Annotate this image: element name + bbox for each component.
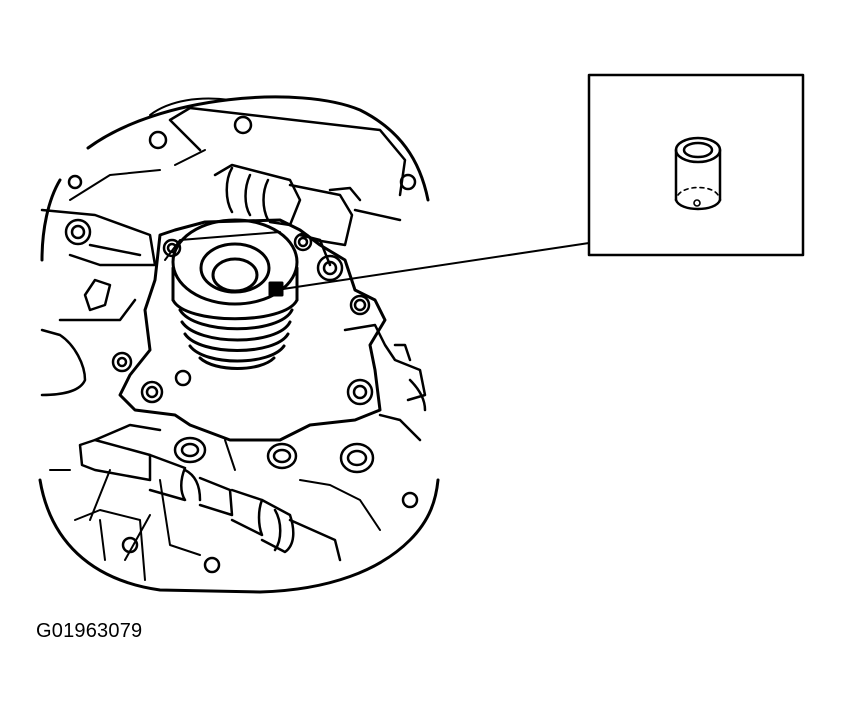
leader-line <box>282 242 590 290</box>
right-side-parts <box>343 323 427 442</box>
transmission-case <box>38 95 440 594</box>
inset-detail <box>587 73 805 257</box>
lower-body-lines <box>49 439 381 581</box>
lower-valve-spool <box>78 423 342 562</box>
figure-id-label: G01963079 <box>36 620 143 642</box>
case-bolt-holes <box>67 115 417 191</box>
lower-bolt-bosses <box>121 436 419 574</box>
left-arm <box>40 208 157 397</box>
pump-bolt-bosses <box>111 232 374 406</box>
stator-hub <box>171 218 299 370</box>
pump-body <box>118 218 387 442</box>
bushing-part <box>674 136 722 211</box>
